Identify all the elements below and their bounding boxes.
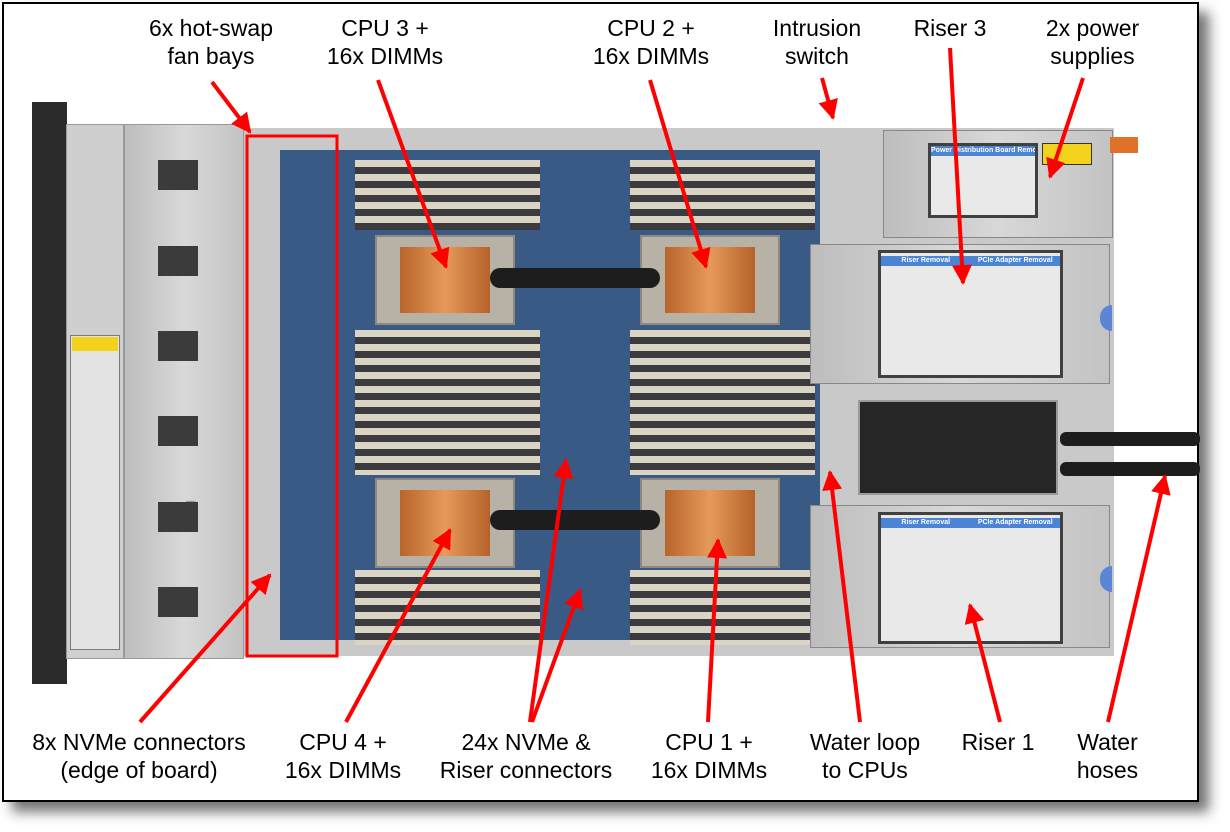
callout-line: CPU 1 + bbox=[665, 729, 753, 755]
callout-riser3: Riser 3 bbox=[895, 14, 1005, 42]
arrow-cpu3 bbox=[376, 79, 450, 269]
callout-line: Water bbox=[1077, 729, 1138, 755]
callout-cpu2: CPU 2 +16x DIMMs bbox=[576, 14, 726, 70]
callout-nvme-riser: 24x NVMe &Riser connectors bbox=[420, 728, 632, 784]
arrow-intrusion-switch bbox=[818, 77, 838, 120]
arrow-riser3 bbox=[948, 47, 972, 285]
callout-line: 2x power bbox=[1045, 15, 1140, 41]
callout-line: Water loop bbox=[809, 729, 921, 755]
callout-line: to CPUs bbox=[822, 757, 908, 783]
callout-line: hoses bbox=[1076, 757, 1139, 783]
callout-riser1: Riser 1 bbox=[948, 728, 1048, 756]
callout-line: Riser 1 bbox=[961, 729, 1035, 755]
callout-line: Riser 3 bbox=[913, 15, 987, 41]
callout-cpu4: CPU 4 +16x DIMMs bbox=[268, 728, 418, 784]
callout-line: CPU 3 + bbox=[341, 15, 429, 41]
arrow-nvme-edge bbox=[138, 573, 272, 724]
arrow-cpu4 bbox=[344, 528, 452, 723]
callout-line: supplies bbox=[1050, 43, 1135, 69]
callout-line: 16x DIMMs bbox=[592, 43, 710, 69]
callout-line: Riser connectors bbox=[439, 757, 613, 783]
callout-line: 16x DIMMs bbox=[326, 43, 444, 69]
callout-line: 8x NVMe connectors bbox=[32, 729, 246, 755]
callout-line: CPU 4 + bbox=[299, 729, 387, 755]
arrow-power-supplies bbox=[1046, 77, 1085, 179]
nvme-highlight-box bbox=[245, 134, 339, 658]
callout-line: 24x NVMe & bbox=[461, 729, 591, 755]
callout-line: CPU 2 + bbox=[607, 15, 695, 41]
arrow-nvme-riser-a bbox=[528, 458, 574, 723]
callout-line: 16x DIMMs bbox=[650, 757, 768, 783]
callout-line: fan bays bbox=[167, 43, 255, 69]
arrow-water-loop bbox=[822, 470, 862, 723]
arrow-riser1 bbox=[964, 603, 1002, 723]
callout-cpu3: CPU 3 +16x DIMMs bbox=[310, 14, 460, 70]
arrow-fan-bays bbox=[210, 80, 252, 134]
callout-nvme-edge: 8x NVMe connectors(edge of board) bbox=[12, 728, 266, 784]
arrow-cpu2 bbox=[648, 79, 711, 269]
callout-line: 6x hot-swap bbox=[148, 15, 273, 41]
callout-line: switch bbox=[785, 43, 849, 69]
arrow-nvme-riser-b bbox=[530, 588, 584, 723]
callout-line: Intrusion bbox=[772, 15, 862, 41]
callout-line: (edge of board) bbox=[60, 757, 218, 783]
callout-cpu1: CPU 1 +16x DIMMs bbox=[634, 728, 784, 784]
arrow-cpu1 bbox=[706, 538, 727, 723]
arrow-water-hoses bbox=[1106, 474, 1171, 723]
callout-line: 16x DIMMs bbox=[284, 757, 402, 783]
